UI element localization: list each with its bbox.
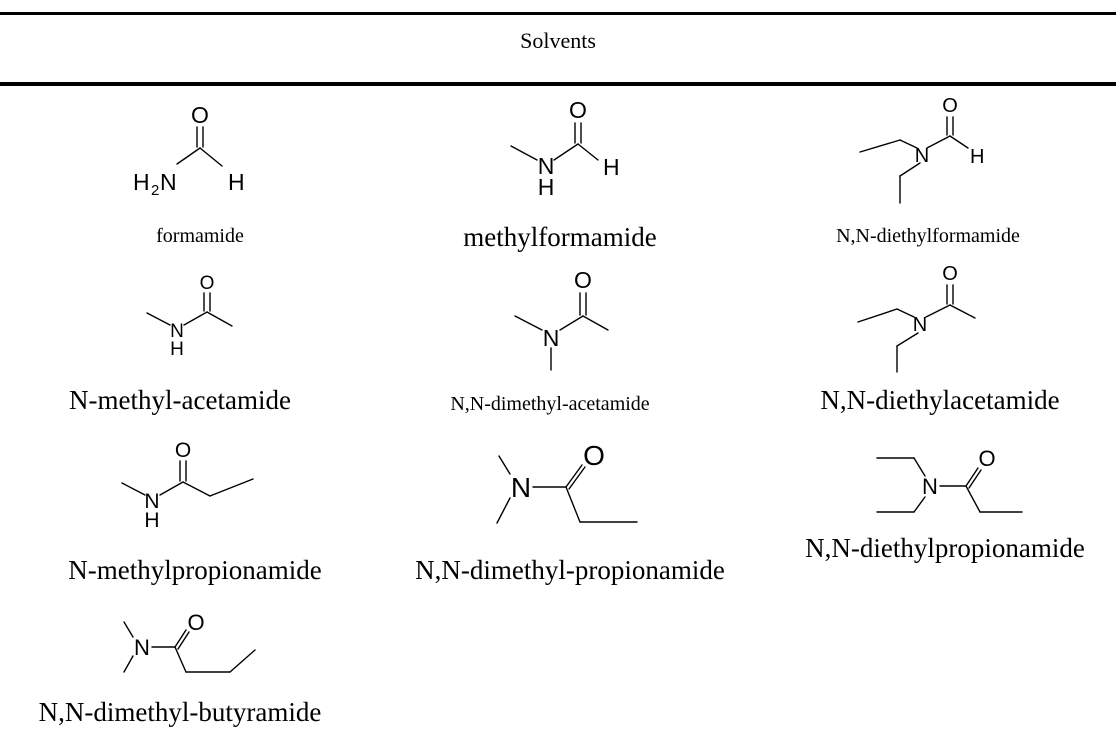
hydrogen-atom: H	[603, 154, 620, 180]
compound-name-n-n-diethylformamide: N,N-diethylformamide	[836, 225, 1020, 247]
nitrogen-atom: N	[160, 169, 177, 195]
nitrogen-hydrogen-atom: H	[538, 174, 555, 200]
subscript-two: 2	[151, 182, 159, 199]
n-n-dimethyl-butyramide-structure: O N	[123, 610, 256, 673]
nitrogen-atom: N	[922, 474, 938, 499]
oxygen-atom: O	[569, 97, 587, 123]
oxygen-atom: O	[942, 95, 958, 117]
oxygen-atom: O	[978, 446, 995, 471]
oxygen-atom: O	[175, 439, 191, 462]
hydrogen-atom: H	[228, 169, 245, 195]
nitrogen-hydrogen-atom: H	[144, 509, 159, 532]
n-n-dimethyl-propionamide-structure: O N	[496, 440, 638, 524]
compound-name-n-n-diethylacetamide: N,N-diethylacetamide	[820, 385, 1060, 415]
table-header: Solvents	[520, 28, 596, 53]
compound-name-n-n-dimethyl-propionamide: N,N-dimethyl-propionamide	[415, 555, 725, 585]
formamide-structure: O H 2 N H	[133, 102, 245, 199]
table-top-rule	[0, 12, 1116, 15]
nitrogen-atom: N	[511, 472, 531, 503]
compound-name-methylformamide: methylformamide	[463, 222, 657, 252]
compound-name-n-n-dimethyl-acetamide: N,N-dimethyl-acetamide	[450, 393, 650, 415]
compound-name-n-n-dimethyl-butyramide: N,N-dimethyl-butyramide	[38, 697, 322, 727]
methylformamide-structure: O N H H	[510, 97, 620, 200]
oxygen-atom: O	[200, 273, 215, 294]
oxygen-atom: O	[942, 263, 958, 285]
oxygen-atom: O	[191, 102, 209, 128]
nitrogen-atom: N	[144, 490, 159, 513]
compound-name-n-methyl-acetamide: N-methyl-acetamide	[69, 385, 291, 415]
nitrogen-atom: N	[543, 325, 560, 351]
oxygen-atom: O	[187, 610, 204, 635]
table-header-rule	[0, 82, 1116, 86]
hydrogen-atom: H	[970, 146, 984, 168]
n-n-dimethyl-acetamide-structure: O N	[514, 267, 609, 371]
nitrogen-h-atom: H	[133, 169, 150, 195]
nitrogen-hydrogen-atom: H	[170, 339, 184, 360]
n-methylpropionamide-structure: O N H	[121, 439, 254, 532]
n-n-diethylacetamide-structure: O N	[857, 263, 976, 373]
compound-name-n-methylpropionamide: N-methylpropionamide	[68, 555, 322, 585]
oxygen-atom: O	[583, 440, 605, 471]
nitrogen-atom: N	[913, 314, 927, 336]
n-methyl-acetamide-structure: O N H	[146, 273, 233, 360]
compound-name-n-n-diethylpropionamide: N,N-diethylpropionamide	[805, 533, 1085, 563]
oxygen-atom: O	[574, 267, 592, 293]
nitrogen-atom: N	[538, 153, 555, 179]
nitrogen-atom: N	[170, 321, 184, 342]
compound-name-formamide: formamide	[156, 225, 244, 247]
n-n-diethylformamide-structure: O N H	[859, 95, 984, 204]
nitrogen-atom: N	[915, 145, 929, 167]
nitrogen-atom: N	[134, 635, 150, 660]
n-n-diethylpropionamide-structure: O N	[876, 446, 1023, 513]
